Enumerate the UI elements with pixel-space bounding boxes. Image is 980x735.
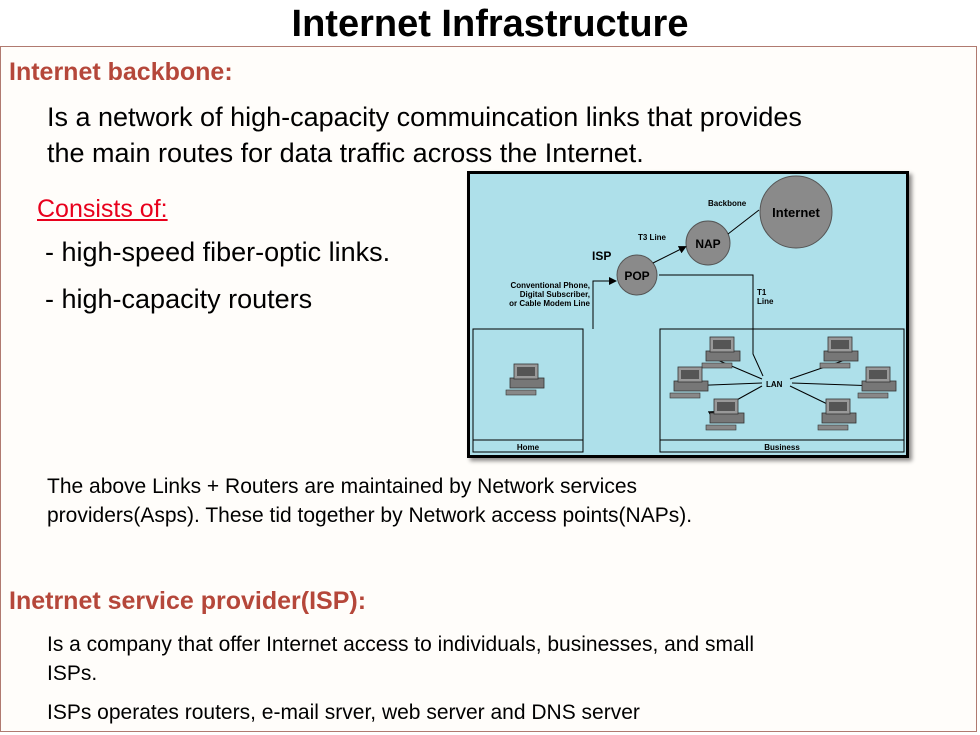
isp-label: ISP xyxy=(592,249,611,263)
business-computer-icon xyxy=(857,366,897,399)
backbone-heading: Internet backbone: xyxy=(9,58,233,86)
t3-label: T3 Line xyxy=(638,233,667,242)
backbone-desc-line1: Is a network of high-capacity commuincat… xyxy=(47,102,802,132)
business-computer-icon xyxy=(819,336,859,369)
t1-link xyxy=(659,274,764,377)
home-label: Home xyxy=(517,443,540,452)
backbone-link xyxy=(727,209,760,235)
slide-title: Internet Infrastructure xyxy=(291,3,689,45)
business-label: Business xyxy=(764,443,800,452)
business-computer-icon xyxy=(817,398,857,431)
business-computer-icon xyxy=(705,398,745,431)
links-note-line2: providers(Asps). These tid together by N… xyxy=(47,504,693,527)
t1-label-1: T1 xyxy=(757,288,767,297)
nap-label: NAP xyxy=(695,237,720,251)
links-note-line1: The above Links + Routers are maintained… xyxy=(47,475,638,498)
lan-label: LAN xyxy=(766,380,783,389)
home-link xyxy=(592,277,617,329)
internet-label: Internet xyxy=(772,205,820,220)
pop-node xyxy=(616,254,658,296)
isp-desc-line1: Is a company that offer Internet access … xyxy=(47,633,754,656)
backbone-desc-line2: the main routes for data traffic across … xyxy=(47,138,644,168)
bullet-fiber-optic: - high-speed fiber-optic links. xyxy=(45,237,391,267)
isp-desc-line3: ISPs operates routers, e-mail srver, web… xyxy=(47,701,640,724)
isp-desc-line2: ISPs. xyxy=(47,662,98,685)
conv-label-2: Digital Subscriber, xyxy=(520,290,590,299)
internet-node xyxy=(759,175,833,249)
business-computer-icon xyxy=(669,366,709,399)
business-computer-icon xyxy=(701,336,741,369)
home-computer-icon xyxy=(505,363,545,396)
conv-label-1: Conventional Phone, xyxy=(510,281,590,290)
isp-heading: Inetrnet service provider(ISP): xyxy=(9,587,367,615)
consists-of-label: Consists of: xyxy=(37,195,168,223)
pop-label: POP xyxy=(624,269,649,283)
t3-link xyxy=(652,246,687,264)
conv-label-3: or Cable Modem Line xyxy=(509,299,590,308)
bullet-routers: - high-capacity routers xyxy=(45,284,313,314)
t1-label-2: Line xyxy=(757,297,774,306)
nap-node xyxy=(685,220,731,266)
internet-infrastructure-diagram: Internet NAP POP Backbone T3 Line ISP Co… xyxy=(467,171,909,458)
backbone-label: Backbone xyxy=(708,199,747,208)
